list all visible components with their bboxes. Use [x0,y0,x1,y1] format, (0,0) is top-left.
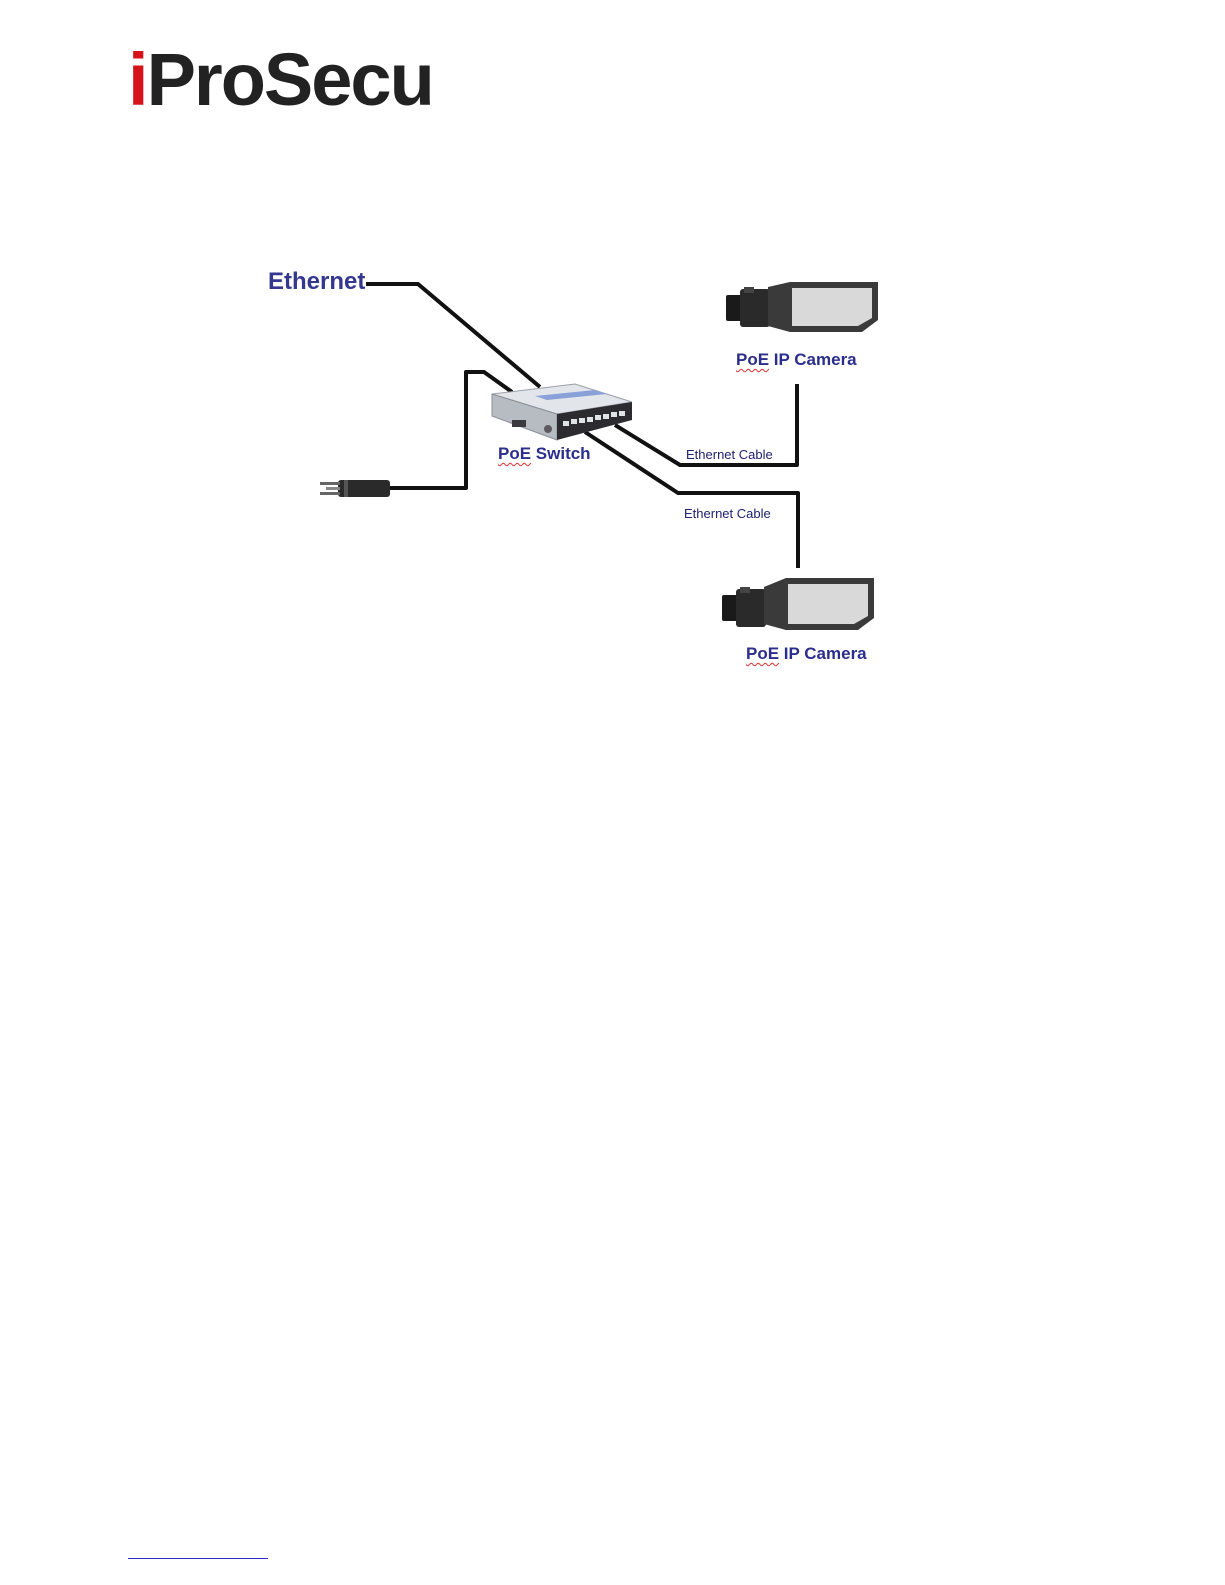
camera-top-label-poe: PoE [736,350,769,369]
footer-link-underline [128,1558,268,1559]
power-cable [388,372,512,488]
switch-label: PoE Switch [498,444,591,464]
camera-top-label-text: IP Camera [769,350,857,369]
power-plug-icon [320,480,390,497]
cable-top-label: Ethernet Cable [686,447,773,462]
camera-bottom-icon [722,578,874,630]
switch-label-poe: PoE [498,444,531,463]
poe-switch-icon [492,384,632,440]
camera-top-label: PoE IP Camera [736,350,857,370]
camera-top-icon [726,282,878,332]
camera-bottom-label: PoE IP Camera [746,644,867,664]
camera-bottom-label-poe: PoE [746,644,779,663]
cable-bottom-label: Ethernet Cable [684,506,771,521]
ethernet-label: Ethernet [268,268,365,296]
switch-label-text: Switch [531,444,591,463]
camera-bottom-label-text: IP Camera [779,644,867,663]
uplink-cable [366,284,540,387]
